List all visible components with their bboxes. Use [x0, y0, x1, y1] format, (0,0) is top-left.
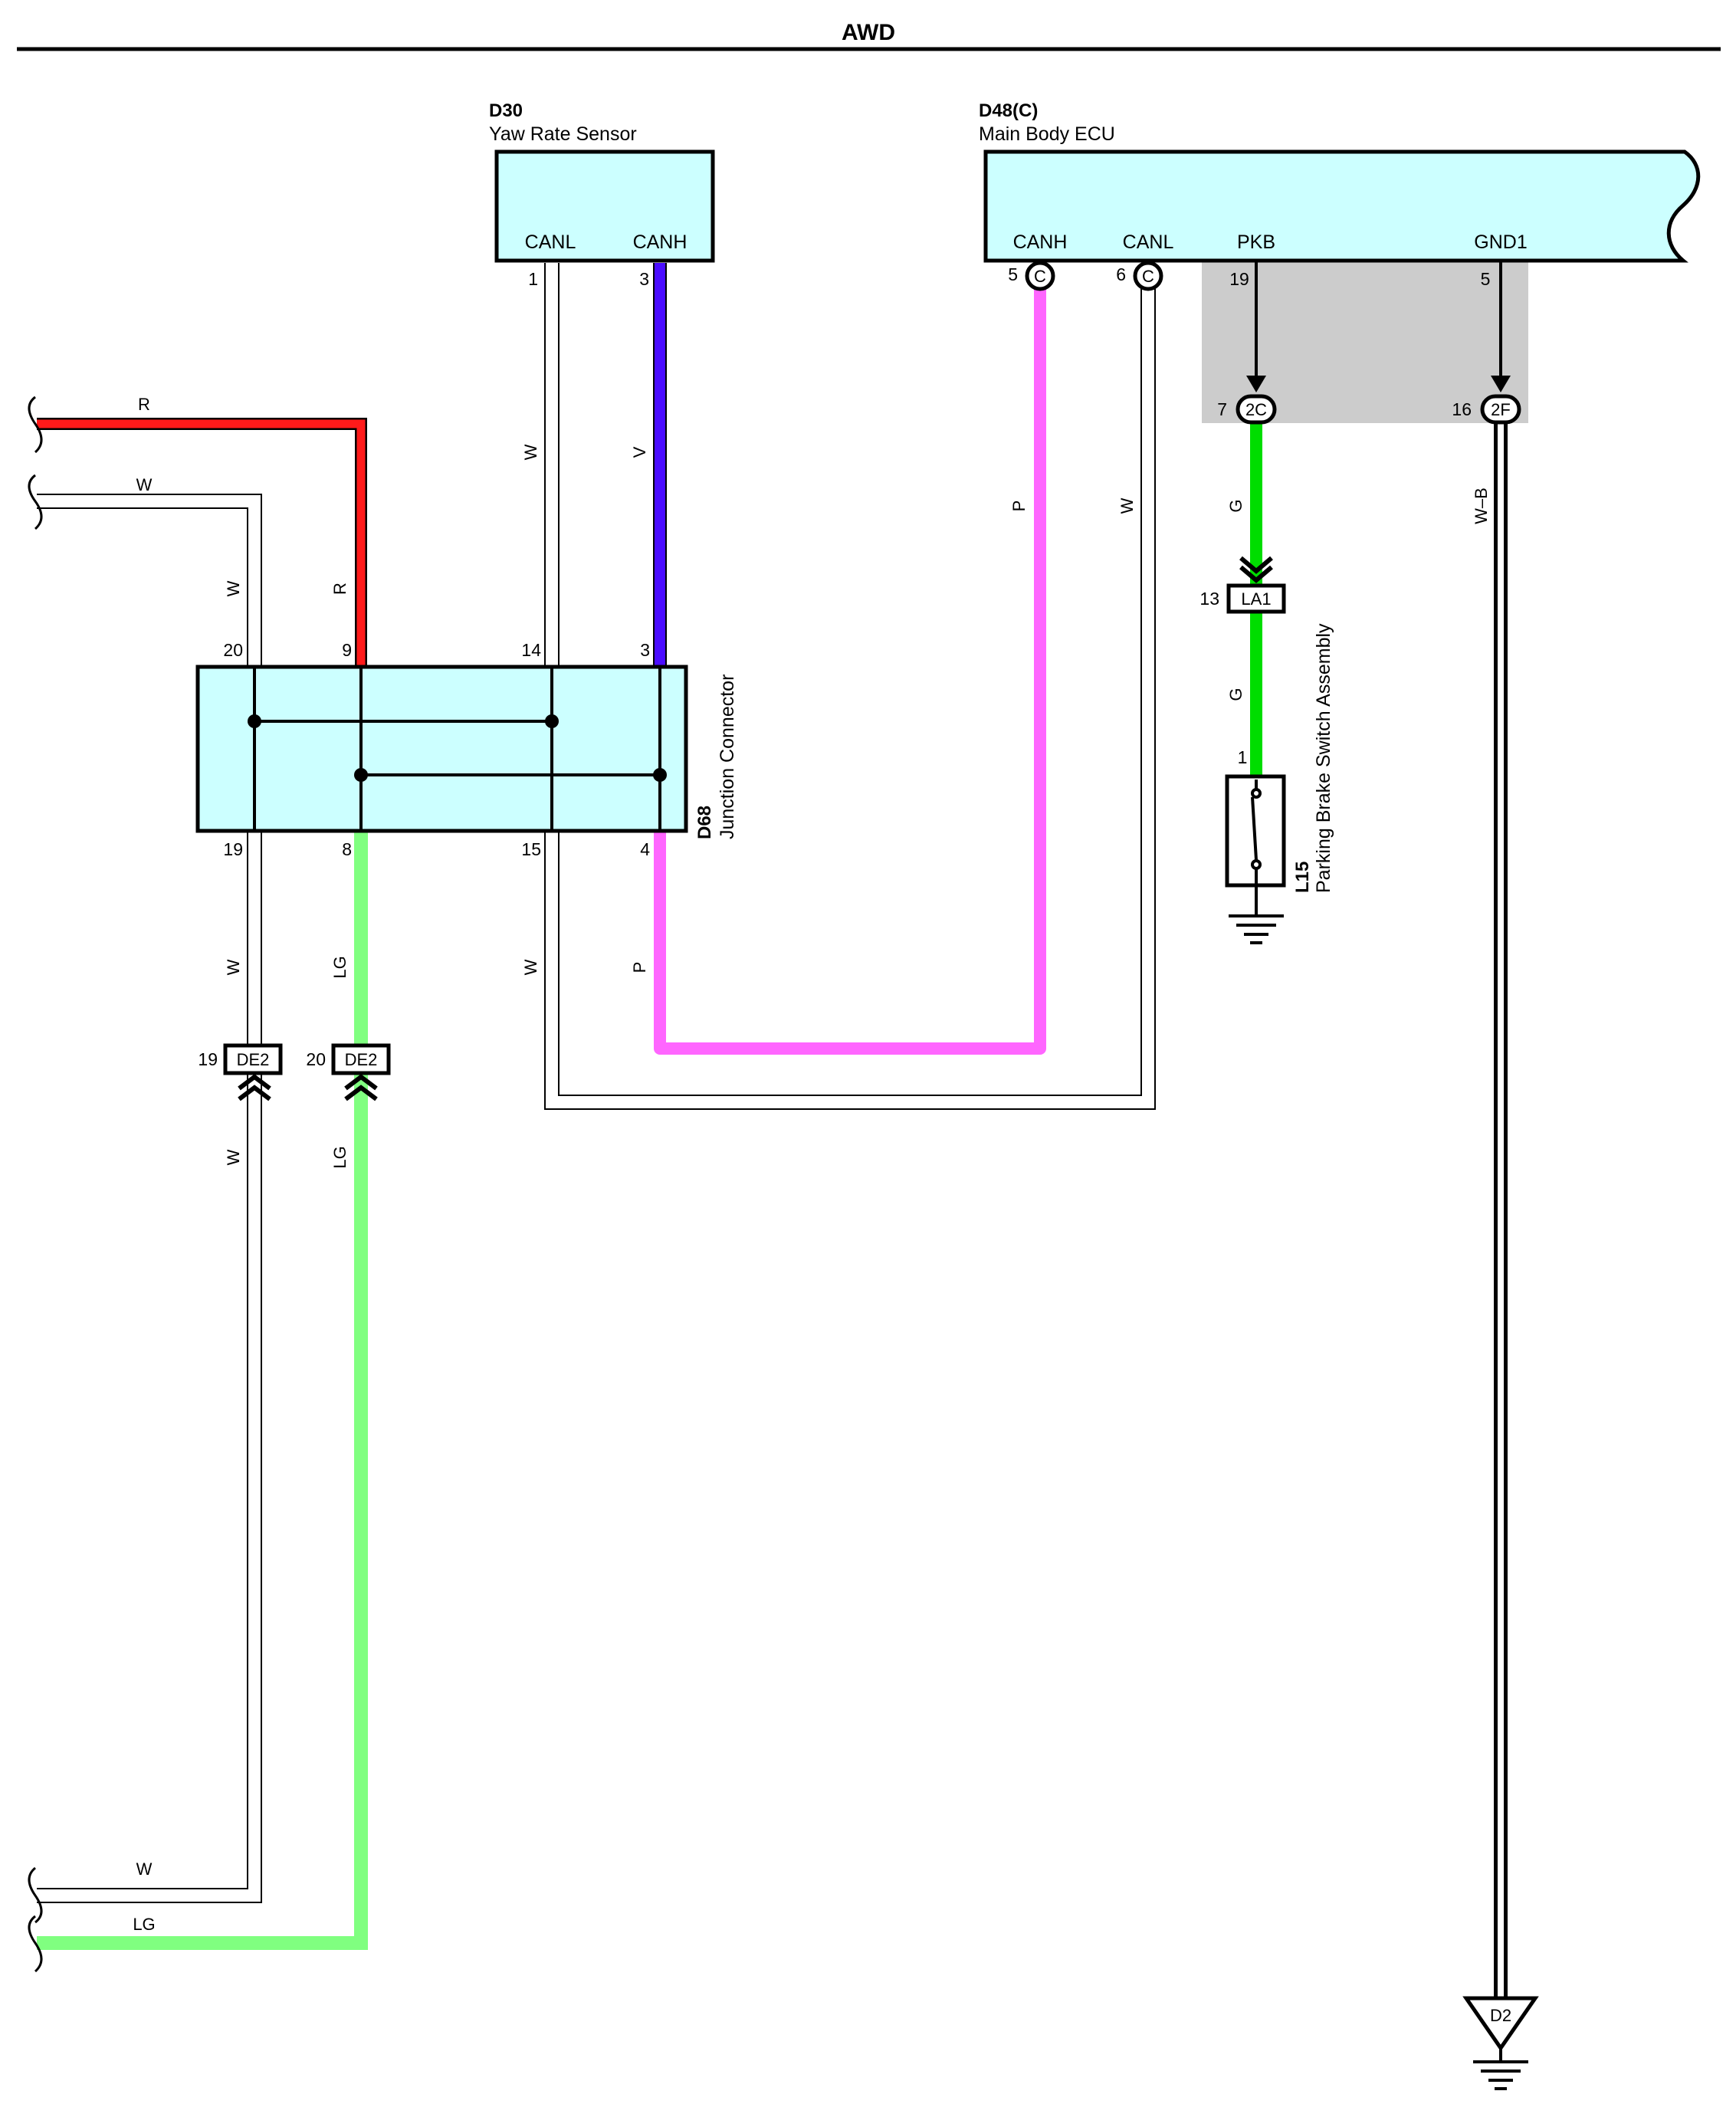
wire-w-bottom	[37, 831, 262, 1903]
wire-label-w-de2: W	[224, 1149, 243, 1165]
svg-text:DE2: DE2	[345, 1050, 378, 1069]
d68-pin-9: 9	[342, 640, 352, 660]
de2-lg-chevron	[344, 1074, 378, 1101]
svg-text:2F: 2F	[1491, 400, 1511, 419]
d30-pin-canh: CANH	[633, 231, 688, 253]
d48-id: D48(C)	[979, 100, 1038, 121]
svg-text:2C: 2C	[1245, 400, 1267, 419]
d68-junction-dots	[248, 714, 667, 782]
wire-label-w-bottom: W	[136, 1859, 153, 1879]
wire-label-lg-de2: LG	[330, 1146, 349, 1168]
d48-pin-pkb: PKB	[1237, 231, 1275, 253]
ground-d2-icon	[1473, 2048, 1528, 2090]
junction-2c-pin: 7	[1217, 399, 1227, 419]
wire-w-top	[37, 494, 262, 667]
wire-label-ecu-p: P	[1009, 501, 1029, 512]
wire-label-g-upper: G	[1226, 499, 1245, 512]
d68-pin-19: 19	[223, 839, 243, 859]
wire-label-d30-w: W	[521, 444, 540, 460]
d68-name: Junction Connector	[717, 675, 738, 839]
junction-2f	[1480, 394, 1521, 425]
l15-pin-1: 1	[1238, 747, 1248, 767]
ground-d2	[1462, 1996, 1539, 2052]
d48-pin-gnd-5: 5	[1481, 269, 1491, 289]
l15-switch-symbol	[1251, 780, 1262, 916]
d30-id: D30	[489, 100, 523, 121]
wire-label-lg-below: LG	[330, 956, 349, 978]
svg-text:LA1: LA1	[1241, 589, 1271, 609]
d48-pin-gnd1: GND1	[1474, 231, 1527, 253]
wire-label-p-d68-4: P	[630, 962, 649, 973]
junction-2c	[1236, 394, 1277, 425]
svg-text:D2: D2	[1490, 2006, 1511, 2025]
wire-label-wb: W–B	[1472, 487, 1491, 524]
d30-pin-3: 3	[639, 269, 649, 289]
la1-chevron	[1239, 556, 1273, 583]
connector-de2-w	[223, 1043, 283, 1075]
wire-label-lg-bottom: LG	[133, 1915, 155, 1934]
d68-internal-bus	[253, 667, 661, 831]
wire-label-ecu-w: W	[1117, 497, 1137, 514]
d48-box	[983, 149, 1701, 263]
d68-pin-3: 3	[640, 640, 650, 660]
wire-label-r-top: R	[138, 395, 150, 414]
d68-pin-8: 8	[342, 839, 352, 859]
d30-pin-canl: CANL	[525, 231, 576, 253]
d48-pin-6: 6	[1116, 264, 1126, 284]
wire-label-w-top: W	[136, 475, 153, 494]
svg-text:DE2: DE2	[237, 1050, 270, 1069]
l15-id: L15	[1292, 862, 1313, 893]
d30-name: Yaw Rate Sensor	[489, 123, 637, 145]
connector-la1	[1226, 583, 1286, 614]
connector-de2-w-pin: 19	[198, 1049, 218, 1069]
d68-pin-4: 4	[640, 839, 650, 859]
d48-name: Main Body ECU	[979, 123, 1115, 145]
d68-pin-14: 14	[521, 640, 541, 660]
connector-de2-lg-pin: 20	[306, 1049, 326, 1069]
d48-pin-5: 5	[1008, 264, 1018, 284]
d48-terminal-canh	[1025, 261, 1055, 291]
wire-r	[37, 418, 367, 667]
svg-text:C: C	[1034, 267, 1046, 286]
wire-label-w-left: W	[224, 580, 243, 596]
l15-ground-icon	[1229, 914, 1284, 944]
junction-2f-pin: 16	[1452, 399, 1472, 419]
wire-p	[654, 285, 1046, 1055]
d68-id: D68	[694, 806, 715, 839]
svg-text:C: C	[1142, 267, 1154, 286]
d30-pin-1: 1	[528, 269, 538, 289]
wire-label-r-left: R	[330, 583, 349, 595]
d68-pin-15: 15	[521, 839, 541, 859]
de2-w-chevron	[238, 1074, 271, 1101]
gnd-arrow	[1491, 376, 1511, 392]
l15-name: Parking Brake Switch Assembly	[1313, 623, 1334, 893]
wire-label-w-below: W	[224, 959, 243, 975]
wire-lg	[37, 831, 368, 1950]
d30-box	[494, 149, 715, 263]
page-title: AWD	[842, 20, 895, 45]
wire-break-marks	[28, 396, 43, 1973]
d48-pin-canl: CANL	[1123, 231, 1174, 253]
wire-label-g-lower: G	[1226, 688, 1245, 701]
d48-pin-19: 19	[1229, 269, 1249, 289]
d48-pin-canh: CANH	[1013, 231, 1068, 253]
connector-la1-pin: 13	[1199, 589, 1219, 609]
d68-pin-20: 20	[223, 640, 243, 660]
wire-label-w-d68-15: W	[521, 959, 540, 975]
connector-de2-lg	[331, 1043, 391, 1075]
pkb-arrow	[1246, 376, 1266, 392]
d68-box	[195, 665, 688, 833]
d48-terminal-canl	[1133, 261, 1163, 291]
wire-label-d30-v: V	[630, 446, 649, 458]
